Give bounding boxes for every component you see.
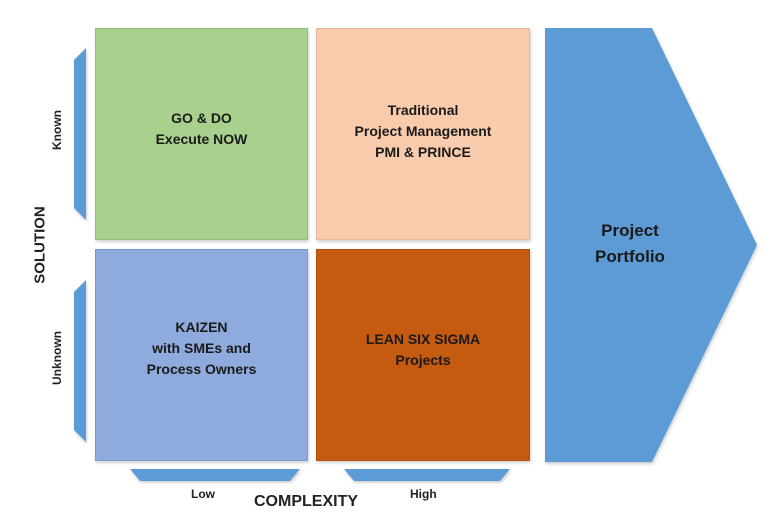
portfolio-label: Project Portfolio [560, 218, 700, 270]
portfolio-line1: Project [601, 221, 659, 240]
quadrant-kaizen-line3: Process Owners [146, 360, 257, 377]
y-axis-known-label: Known [50, 110, 64, 150]
quadrant-lean-six-sigma: LEAN SIX SIGMA Projects [316, 249, 530, 461]
portfolio-arrow [545, 28, 757, 462]
quadrant-kaizen-line1: KAIZEN [175, 318, 228, 335]
low-tab [130, 469, 300, 481]
y-axis-title: SOLUTION [31, 206, 49, 284]
quadrant-kaizen: KAIZEN with SMEs and Process Owners [95, 249, 308, 461]
x-axis-title: COMPLEXITY [254, 493, 359, 510]
y-axis-unknown-label: Unknown [50, 331, 64, 385]
quadrant-kaizen-line2: with SMEs and [152, 339, 251, 356]
quadrant-traditional-line3: PMI & PRINCE [375, 143, 471, 160]
x-axis-high-label: High [410, 487, 437, 501]
quadrant-go-do-line1: GO & DO [171, 110, 232, 126]
quadrant-go-do-line2: Execute NOW [155, 131, 248, 147]
unknown-tab [74, 280, 86, 442]
quadrant-lean-line2: Projects [395, 352, 451, 368]
x-axis-low-label: Low [191, 487, 215, 501]
quadrant-traditional-line1: Traditional [387, 101, 459, 118]
quadrant-lean-line1: LEAN SIX SIGMA [365, 331, 481, 347]
portfolio-line2: Portfolio [595, 247, 665, 266]
quadrant-go-do: GO & DO Execute NOW [95, 28, 308, 240]
quadrant-traditional-line2: Project Management [354, 122, 492, 139]
known-tab [74, 48, 86, 220]
quadrant-traditional: Traditional Project Management PMI & PRI… [316, 28, 530, 240]
high-tab [344, 469, 510, 481]
